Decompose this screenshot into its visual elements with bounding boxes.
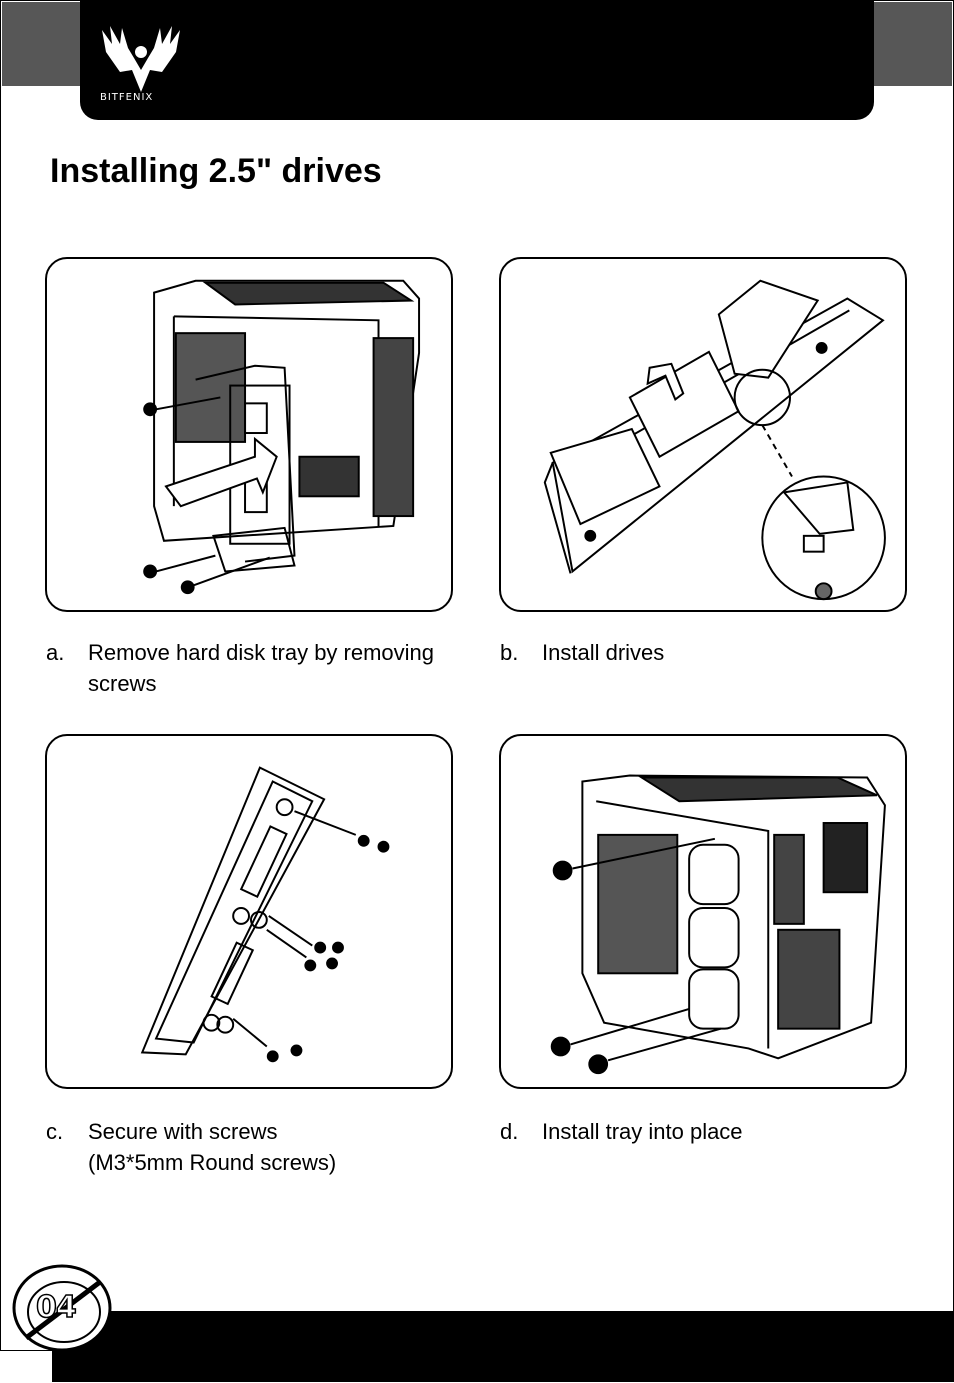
step-letter: a.: [46, 640, 65, 665]
step-letter: c.: [46, 1119, 64, 1144]
header-bar: [80, 0, 874, 120]
secure-screws-illustration: [45, 734, 453, 1089]
remove-tray-illustration: [45, 257, 453, 612]
step-text-line1: Secure with screws: [88, 1119, 278, 1144]
step-text-line1: Install drives: [542, 640, 665, 665]
page-number: 04: [35, 1289, 77, 1326]
install-tray-illustration: [499, 734, 907, 1089]
install-drives-illustration: [499, 257, 907, 612]
page-badge-icon: [12, 1264, 112, 1352]
step-text-line2: (M3*5mm Round screws): [88, 1150, 337, 1175]
step-text-line2: screws: [88, 671, 157, 696]
corner-tab-left: [2, 2, 80, 86]
phoenix-wings-icon: [102, 26, 180, 92]
brand-name: BITFENIX: [100, 92, 154, 103]
step-letter: b.: [500, 640, 519, 665]
corner-tab-right: [874, 2, 952, 86]
page-title: Installing 2.5" drives: [50, 152, 382, 190]
footer-corner: [0, 1350, 52, 1383]
step-text-line1: Install tray into place: [542, 1119, 743, 1144]
step-letter: d.: [500, 1119, 519, 1144]
footer-bar: [52, 1311, 954, 1382]
step-text-line1: Remove hard disk tray by removing: [88, 640, 435, 665]
